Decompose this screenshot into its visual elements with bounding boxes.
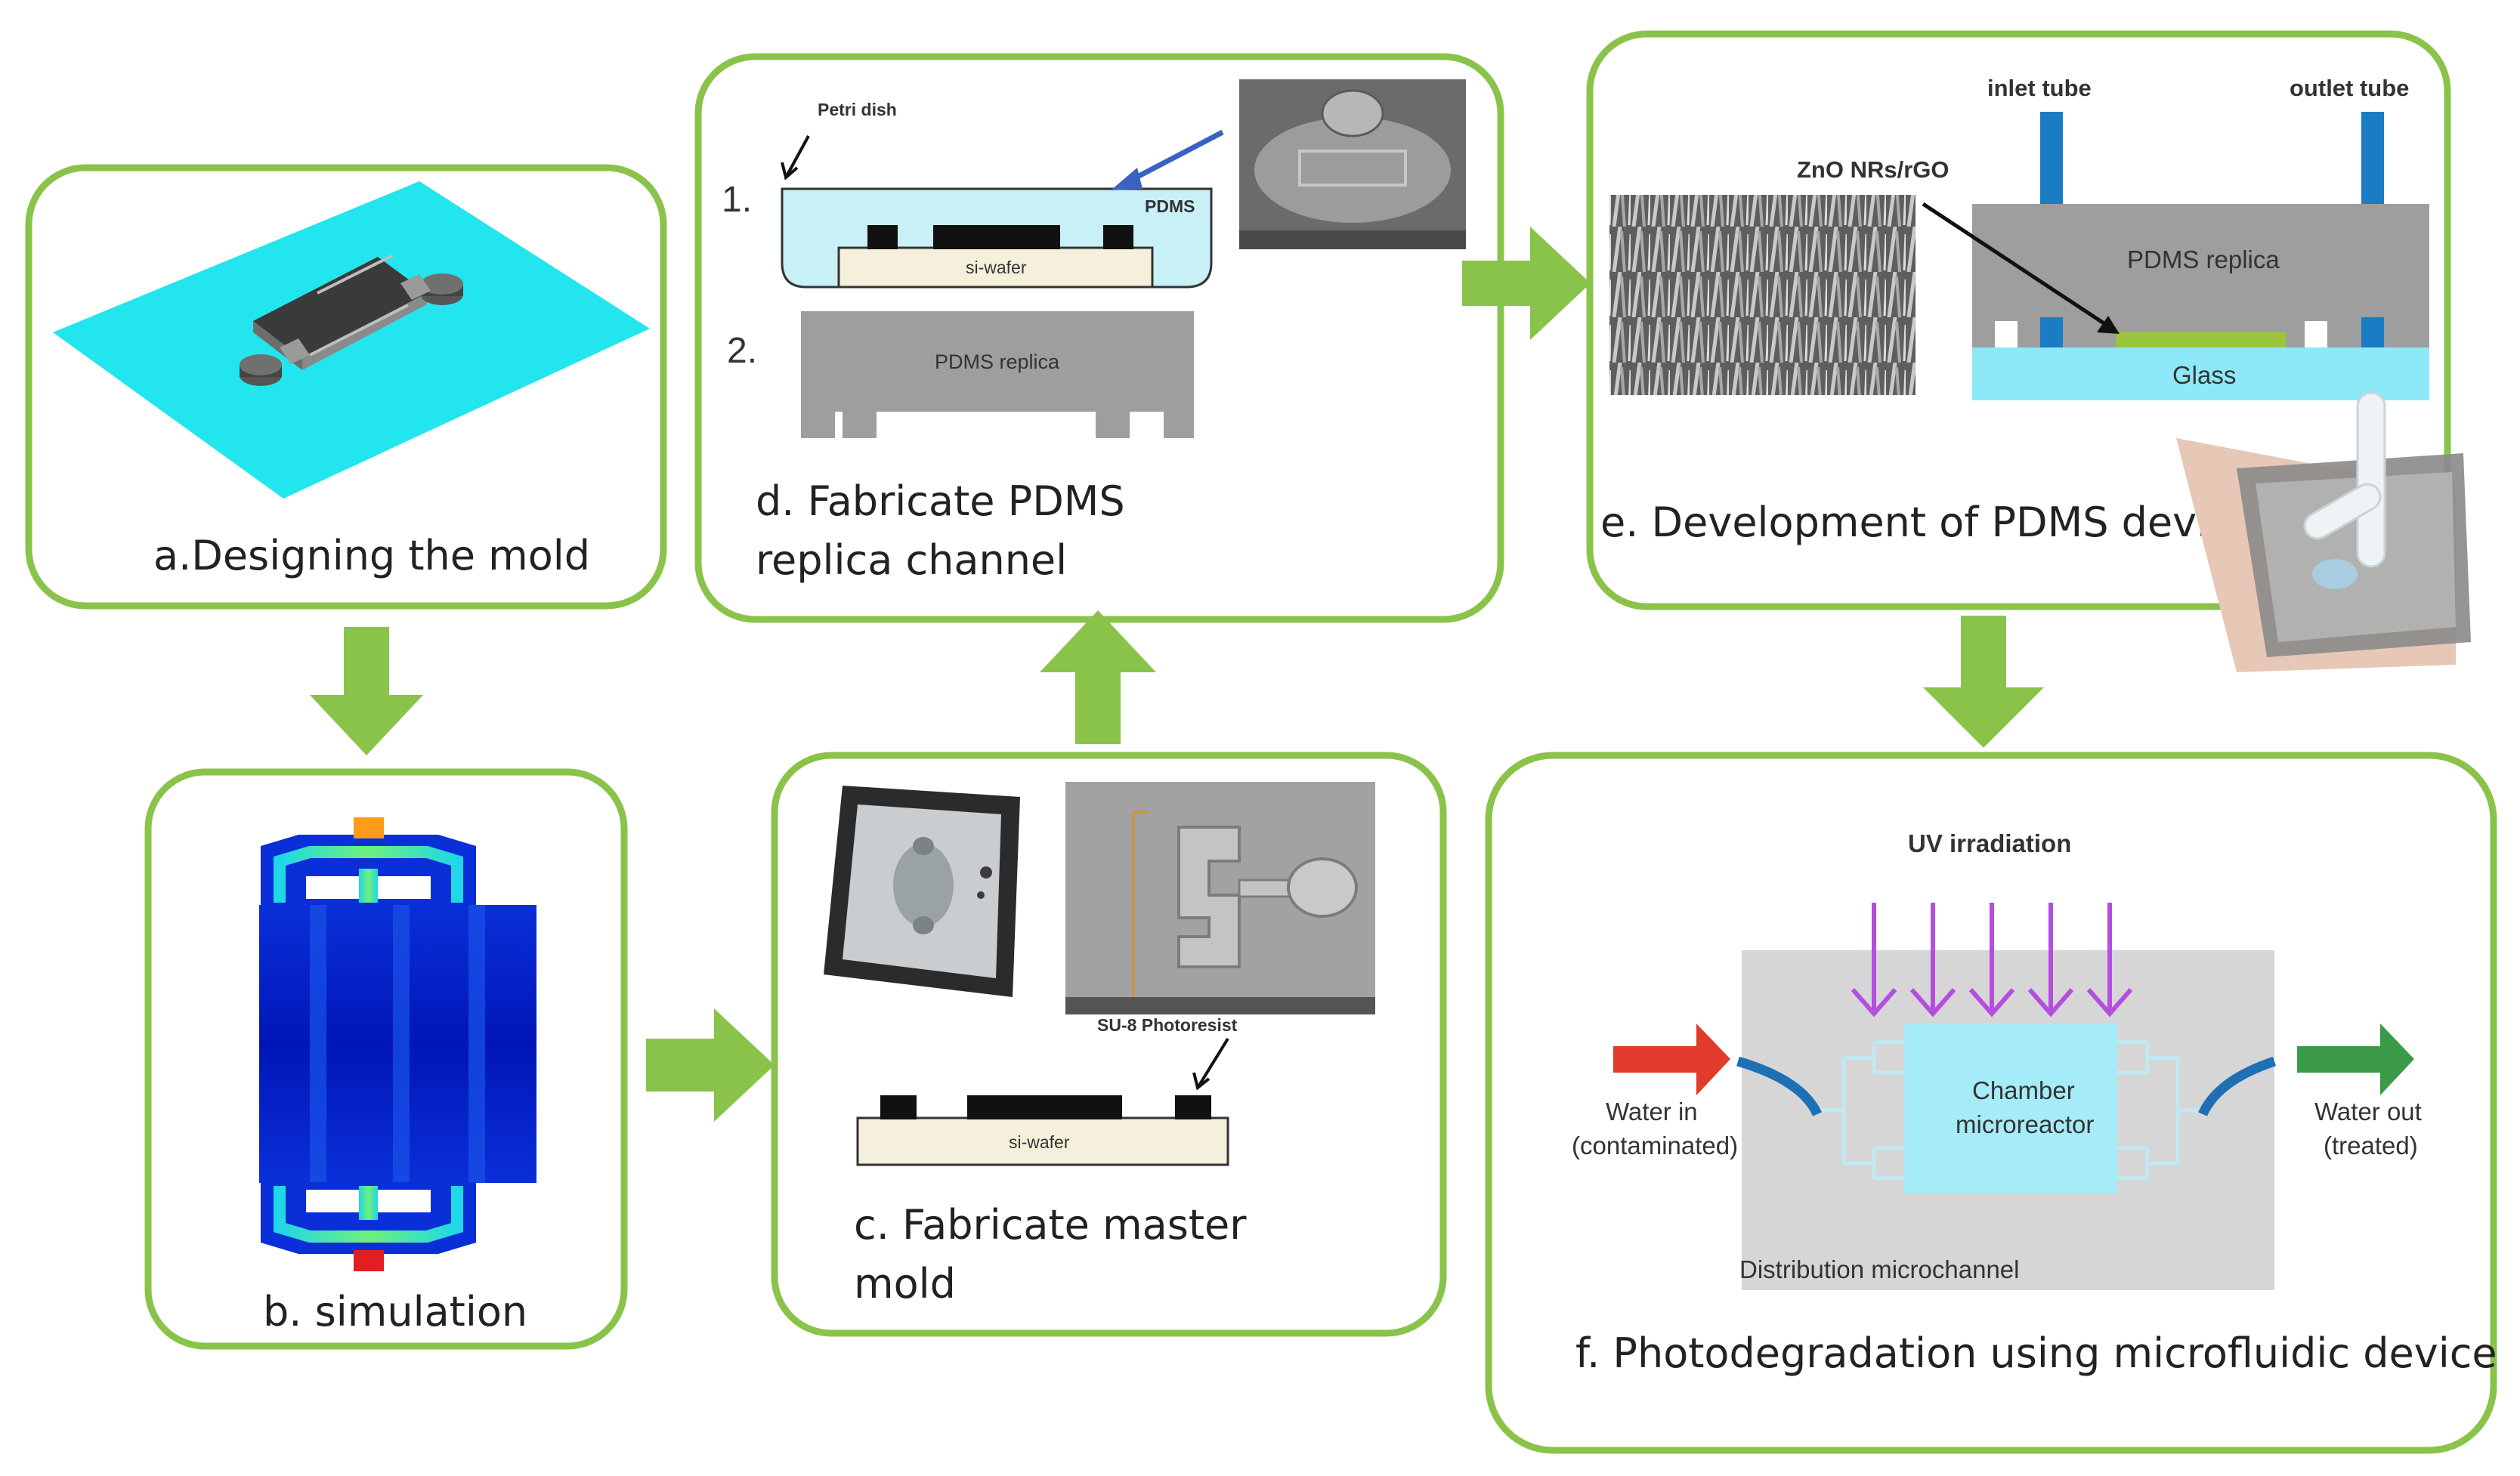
zno-pointer <box>1922 202 2113 331</box>
master-sem-image <box>1065 782 1375 1014</box>
step-1-label: 1. <box>722 180 752 220</box>
flow-arrows <box>310 227 2044 1122</box>
replica-sem-image <box>1239 79 1466 249</box>
master-cross-section: si-wafer <box>856 1095 1229 1166</box>
su8-pointer <box>1196 1037 1229 1089</box>
arrow-b-to-c <box>646 1008 775 1122</box>
mold-chip-3d <box>240 254 463 386</box>
panel-d-caption-line2: replica channel <box>756 536 1067 584</box>
replica-label-d: PDMS replica <box>935 350 1060 373</box>
panel-a-caption: a.Designing the mold <box>153 532 590 579</box>
petri-dish-cross-section: si-wafer PDMS <box>781 187 1213 289</box>
uv-label: UV irradiation <box>1908 829 2071 857</box>
panel-b-caption: b. simulation <box>263 1288 527 1336</box>
water-in-arrow <box>1613 1024 1730 1095</box>
panel-c-caption-line2: mold <box>854 1260 956 1308</box>
su8-label: SU-8 Photoresist <box>1097 1015 1238 1035</box>
panel-c-caption-line1: c. Fabricate master <box>854 1201 1247 1249</box>
petri-label: Petri dish <box>818 100 897 119</box>
panel-d: 1. Petri dish si-wafer PDMS 2. PDMS repl… <box>694 53 1504 623</box>
pdms-pour-arrow <box>1124 129 1224 186</box>
panel-f-caption: f. Photodegradation using microfluidic d… <box>1575 1329 2497 1377</box>
pdms-pour-label: PDMS <box>1145 196 1195 216</box>
chamber-label-line2: microreactor <box>1956 1110 2094 1138</box>
water-out-label-line1: Water out <box>2314 1098 2422 1126</box>
arrow-d-to-e <box>1462 227 1591 340</box>
panel-e-caption: e. Development of PDMS device <box>1600 499 2256 546</box>
replica-label-e: PDMS replica <box>2127 245 2280 273</box>
chamber-microreactor <box>1904 1024 2117 1193</box>
petri-wafer-label: si-wafer <box>966 258 1027 277</box>
uv-arrows <box>1851 903 2133 1017</box>
arrow-c-to-d <box>1040 610 1156 744</box>
step-2-label: 2. <box>727 331 757 371</box>
outlet-channel <box>2198 1056 2277 1116</box>
chamber-label-line1: Chamber <box>1972 1076 2075 1104</box>
panel-a: a.Designing the mold <box>25 164 667 610</box>
pdms-replica-block: PDMS replica <box>801 311 1194 438</box>
master-mold-photo <box>824 786 1020 997</box>
distribution-microchannel-lines <box>1821 1040 2200 1181</box>
water-out-label-line2: (treated) <box>2324 1132 2418 1159</box>
simulation-velocity-map <box>259 817 536 1271</box>
panel-c: SU-8 Photoresist si-wafer c. Fabricate m… <box>771 752 1447 1337</box>
water-out-arrow <box>2297 1024 2414 1095</box>
panel-f: UV irradiation Chamber microreactor Wate… <box>1485 752 2497 1454</box>
inlet-channel <box>1736 1056 1822 1116</box>
zno-label: ZnO NRs/rGO <box>1797 156 1950 183</box>
panel-e: inlet tube outlet tube ZnO NRs/rGO PDMS … <box>1586 30 2471 672</box>
distribution-label: Distribution microchannel <box>1739 1255 2020 1283</box>
inlet-tube-label: inlet tube <box>1987 75 2092 101</box>
master-wafer-label: si-wafer <box>1009 1132 1070 1152</box>
water-in-label-line2: (contaminated) <box>1572 1132 1738 1159</box>
device-photo <box>2176 391 2471 672</box>
water-in-label-line1: Water in <box>1606 1098 1698 1126</box>
outlet-tube-label: outlet tube <box>2290 75 2409 101</box>
panel-b: b. simulation <box>144 768 628 1350</box>
zno-sem-image <box>1609 195 1916 395</box>
arrow-e-to-f <box>1923 616 2044 748</box>
panel-d-caption-line1: d. Fabricate PDMS <box>756 477 1125 525</box>
glass-label: Glass <box>2172 361 2236 389</box>
arrow-a-to-b <box>310 627 423 755</box>
